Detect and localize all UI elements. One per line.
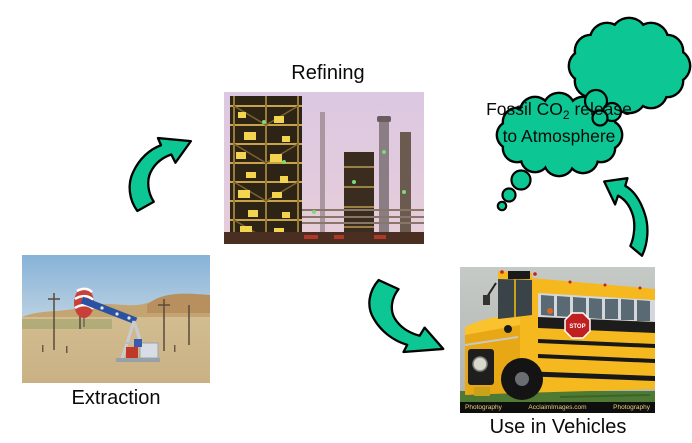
atmosphere-label: Fossil CO2 release to Atmosphere xyxy=(448,99,670,147)
watermark-center: AcclaimImages.com xyxy=(528,404,587,411)
refinery-right-structures xyxy=(262,112,424,242)
extraction-label: Extraction xyxy=(71,387,161,409)
pumpjack-illustration xyxy=(22,255,210,383)
thought-bubble-trail xyxy=(496,169,532,212)
pumpjack xyxy=(74,287,160,362)
arrow-refining-to-vehicles xyxy=(369,280,443,352)
stop-sign: STOP xyxy=(564,312,591,339)
watermark-right: Photography xyxy=(613,404,650,411)
refinery-left-tower xyxy=(230,96,302,242)
arrow-vehicles-to-atmosphere xyxy=(604,178,647,256)
school-bus-photo: STOP Photography AcclaimImages.com Photo… xyxy=(460,267,655,413)
refinery-illustration xyxy=(224,92,424,244)
cloud-connector-puffs xyxy=(583,88,623,127)
cloud-large xyxy=(567,16,692,115)
atmosphere-label-line2: to Atmosphere xyxy=(502,126,616,146)
stop-sign-text: STOP xyxy=(569,324,585,330)
pumpjack-photo xyxy=(22,255,210,383)
refining-label: Refining xyxy=(291,62,365,84)
school-bus-body: STOP xyxy=(464,270,655,400)
school-bus-illustration: STOP xyxy=(460,267,655,413)
atmosphere-label-line1: Fossil CO2 release xyxy=(486,99,632,122)
photo-watermark: Photography AcclaimImages.com Photograph… xyxy=(460,402,655,413)
arrow-extraction-to-refining xyxy=(130,138,191,211)
watermark-left: Photography xyxy=(465,404,502,411)
refinery-photo xyxy=(224,92,424,244)
use-in-vehicles-label: Use in Vehicles xyxy=(489,416,627,438)
co2-subscript: 2 xyxy=(562,108,570,122)
